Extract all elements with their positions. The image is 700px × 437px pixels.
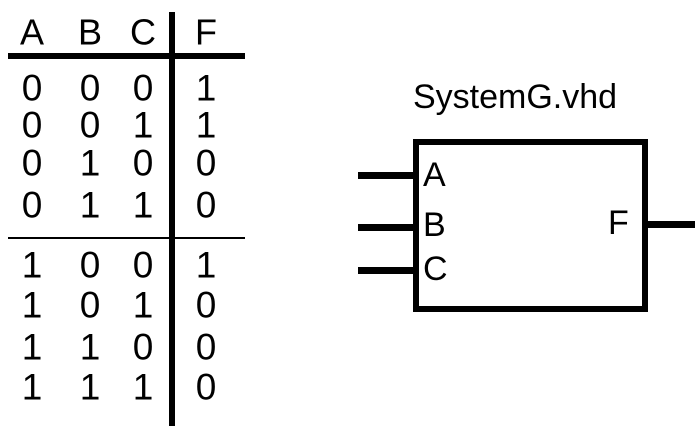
table-cell-f: 1	[195, 104, 217, 146]
table-cell-c: 0	[132, 67, 154, 109]
table-cell-a: 1	[21, 326, 43, 368]
table-cell-f: 0	[195, 366, 217, 408]
input-wire-c	[358, 267, 418, 274]
table-cell-b: 0	[79, 284, 101, 326]
table-cell-b: 0	[79, 244, 101, 286]
table-cell-f: 0	[195, 284, 217, 326]
table-cell-c: 0	[132, 142, 154, 184]
truth-table: A B C F 0 0 0 1 0 0 1 1 0 1 0 0 0 1 1 0 …	[0, 0, 250, 437]
table-group-rule	[8, 237, 245, 239]
output-wire-f	[643, 221, 695, 228]
port-label-c: C	[423, 250, 448, 288]
table-cell-a: 0	[21, 184, 43, 226]
table-cell-a: 1	[21, 284, 43, 326]
table-cell-b: 1	[79, 326, 101, 368]
table-header-rule	[8, 53, 245, 59]
table-cell-a: 1	[21, 244, 43, 286]
table-column-divider	[169, 12, 175, 426]
table-cell-b: 1	[79, 184, 101, 226]
table-cell-a: 0	[21, 67, 43, 109]
table-cell-c: 1	[132, 184, 154, 226]
table-cell-f: 0	[195, 142, 217, 184]
table-cell-c: 0	[132, 326, 154, 368]
component-box	[413, 139, 648, 312]
table-header-b: B	[77, 11, 102, 53]
table-cell-a: 0	[21, 104, 43, 146]
table-cell-a: 0	[21, 142, 43, 184]
table-cell-b: 0	[79, 67, 101, 109]
table-header-c: C	[130, 11, 156, 53]
table-cell-a: 1	[21, 366, 43, 408]
table-header-a: A	[19, 11, 44, 53]
input-wire-a	[358, 172, 418, 179]
port-label-b: B	[423, 206, 446, 244]
table-cell-f: 0	[195, 184, 217, 226]
table-cell-f: 1	[195, 67, 217, 109]
table-cell-c: 1	[132, 366, 154, 408]
block-diagram: SystemG.vhd A B C F	[340, 70, 700, 350]
table-cell-c: 1	[132, 284, 154, 326]
table-cell-c: 1	[132, 104, 154, 146]
block-title-label: SystemG.vhd	[413, 78, 618, 116]
table-cell-b: 1	[79, 142, 101, 184]
port-label-f: F	[608, 204, 629, 242]
table-cell-b: 1	[79, 366, 101, 408]
table-cell-f: 1	[195, 244, 217, 286]
port-label-a: A	[423, 156, 446, 194]
input-wire-b	[358, 224, 418, 231]
table-header-f: F	[195, 11, 217, 53]
table-cell-f: 0	[195, 326, 217, 368]
table-cell-c: 0	[132, 244, 154, 286]
table-cell-b: 0	[79, 104, 101, 146]
